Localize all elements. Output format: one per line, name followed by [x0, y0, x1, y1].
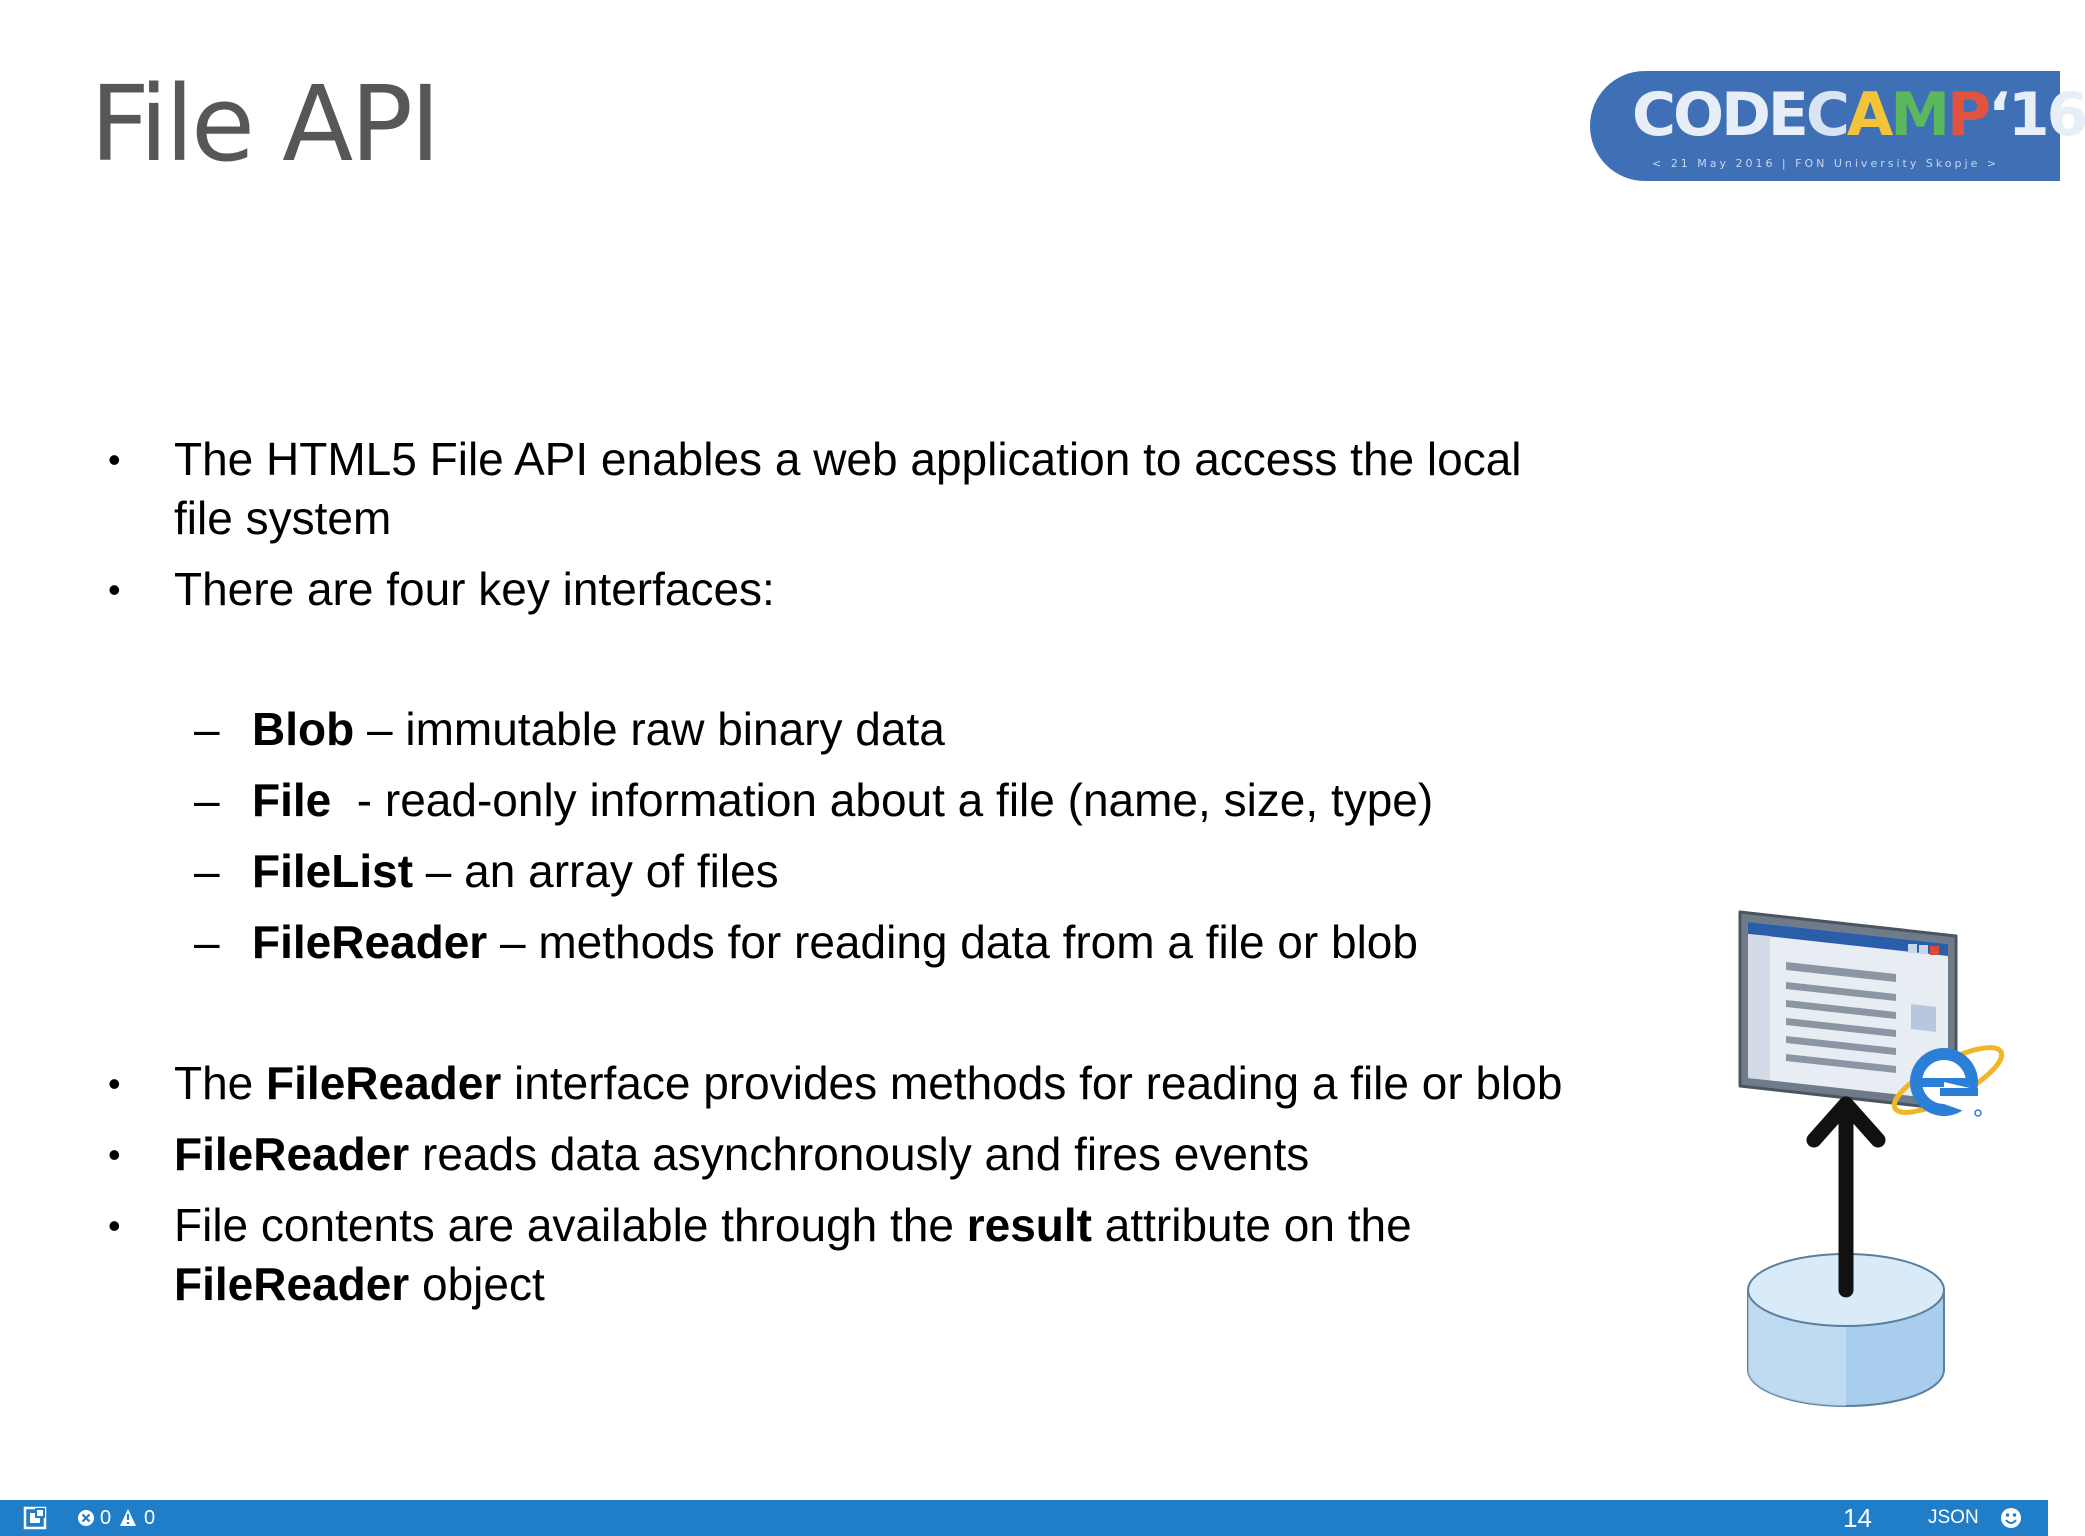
internet-explorer-icon	[1891, 1045, 2005, 1117]
sub-bullet-item: –Blob – immutable raw binary data	[194, 700, 945, 759]
slide-title: File API	[90, 63, 441, 185]
up-arrow-icon	[1806, 1096, 1886, 1298]
codecamp-logo: CODECAMP‘16 < 21 May 2016 | FON Universi…	[1590, 71, 2085, 181]
bullet-line: FileList – an array of files	[252, 842, 779, 901]
slide: File API CODECAMP‘16 < 21 May 2016 | FON…	[90, 63, 2085, 1440]
bullet-marker: •	[108, 439, 121, 480]
bullet-marker: –	[194, 845, 220, 897]
bullet-line: File - read-only information about a fil…	[252, 771, 1433, 830]
bullet-line: There are four key interfaces:	[174, 560, 775, 619]
bullet-text: There are four key interfaces:	[174, 563, 775, 615]
logo-letter: ‘16	[1988, 80, 2085, 150]
bullet-text: attribute on the	[1091, 1199, 1412, 1251]
bullet-marker: •	[108, 1205, 121, 1246]
bold-term: FileReader	[266, 1057, 502, 1109]
bullet-marker: –	[194, 916, 220, 968]
bold-term: FileReader	[174, 1258, 410, 1310]
logo-letter: O	[1673, 80, 1724, 150]
logo-letter: D	[1721, 80, 1771, 150]
bullet-text: – immutable raw binary data	[354, 703, 945, 755]
bullet-marker: •	[108, 569, 121, 610]
bullet-item: • FileReader reads data asynchronously an…	[108, 1125, 1309, 1184]
bold-term: File	[252, 774, 332, 826]
warning-count: 0	[144, 1507, 156, 1529]
bullet-item: • The HTML5 File API enables a web applic…	[108, 430, 1522, 548]
bold-term: result	[966, 1199, 1092, 1251]
bullet-text: - read-only information about a file (na…	[331, 774, 1434, 826]
bullet-item: • There are four key interfaces:	[108, 560, 775, 619]
bullet-marker: –	[194, 774, 220, 826]
bullet-text: – an array of files	[413, 845, 779, 897]
sub-bullet-item: –FileReader – methods for reading data f…	[194, 913, 1418, 972]
browser-window-icon	[1738, 910, 1958, 1112]
bullet-text: object	[409, 1258, 545, 1310]
bullet-text: – methods for reading data from a file o…	[487, 916, 1418, 968]
bullet-line: Blob – immutable raw binary data	[252, 700, 945, 759]
bullet-line: FileReader – methods for reading data fr…	[252, 913, 1418, 972]
bullet-text: interface provides methods for reading a…	[501, 1057, 1563, 1109]
bullet-marker: •	[108, 1063, 121, 1104]
bullet-line: file system	[174, 489, 1522, 548]
remote-icon[interactable]	[23, 1500, 47, 1536]
bullet-marker: –	[194, 703, 220, 755]
bullet-text: File contents are available through the	[174, 1199, 967, 1251]
bullet-line: FileReader reads data asynchronously and…	[174, 1125, 1309, 1184]
error-icon	[77, 1500, 95, 1536]
logo-letter: A	[1846, 80, 1893, 150]
smiley-icon[interactable]	[2000, 1500, 2022, 1536]
bullet-text: file system	[174, 492, 392, 544]
sub-bullet-item: –FileList – an array of files	[194, 842, 779, 901]
line-number[interactable]: 14	[1843, 1503, 1872, 1533]
bullet-item: • File contents are available through the…	[108, 1196, 1412, 1314]
logo-letter: E	[1767, 80, 1809, 150]
bold-term: FileReader	[252, 916, 488, 968]
bullet-marker: •	[108, 1134, 121, 1175]
bold-term: FileList	[252, 845, 414, 897]
status-bar: 0 0 14 JSON	[0, 1500, 2048, 1536]
bold-term: Blob	[252, 703, 355, 755]
bullet-line: FileReader object	[174, 1255, 1412, 1314]
bullet-line: File contents are available through the …	[174, 1196, 1412, 1255]
bullet-line: The FileReader interface provides method…	[174, 1054, 1562, 1113]
logo-letter: P	[1947, 80, 1991, 150]
sub-bullet-item: –File - read-only information about a fi…	[194, 771, 1433, 830]
bullet-text: The	[174, 1057, 267, 1109]
bullet-line: The HTML5 File API enables a web applica…	[174, 430, 1522, 489]
bullet-item: • The FileReader interface provides metho…	[108, 1054, 1562, 1113]
logo-letter: C	[1805, 80, 1850, 150]
logo-letter: C	[1632, 80, 1676, 150]
bold-term: FileReader	[174, 1128, 410, 1180]
logo-wordmark: CODECAMP‘16	[1632, 85, 2085, 145]
bullet-text: reads data asynchronously and fires even…	[409, 1128, 1310, 1180]
bullet-text: The HTML5 File API enables a web applica…	[174, 433, 1522, 485]
logo-letter: M	[1890, 80, 1950, 150]
logo-subtitle: < 21 May 2016 | FON University Skopje >	[1652, 157, 2000, 170]
error-count: 0	[100, 1507, 112, 1529]
warning-icon	[119, 1500, 137, 1536]
file-to-browser-illustration	[1726, 900, 2006, 1440]
language-mode[interactable]: JSON	[1928, 1507, 1979, 1528]
